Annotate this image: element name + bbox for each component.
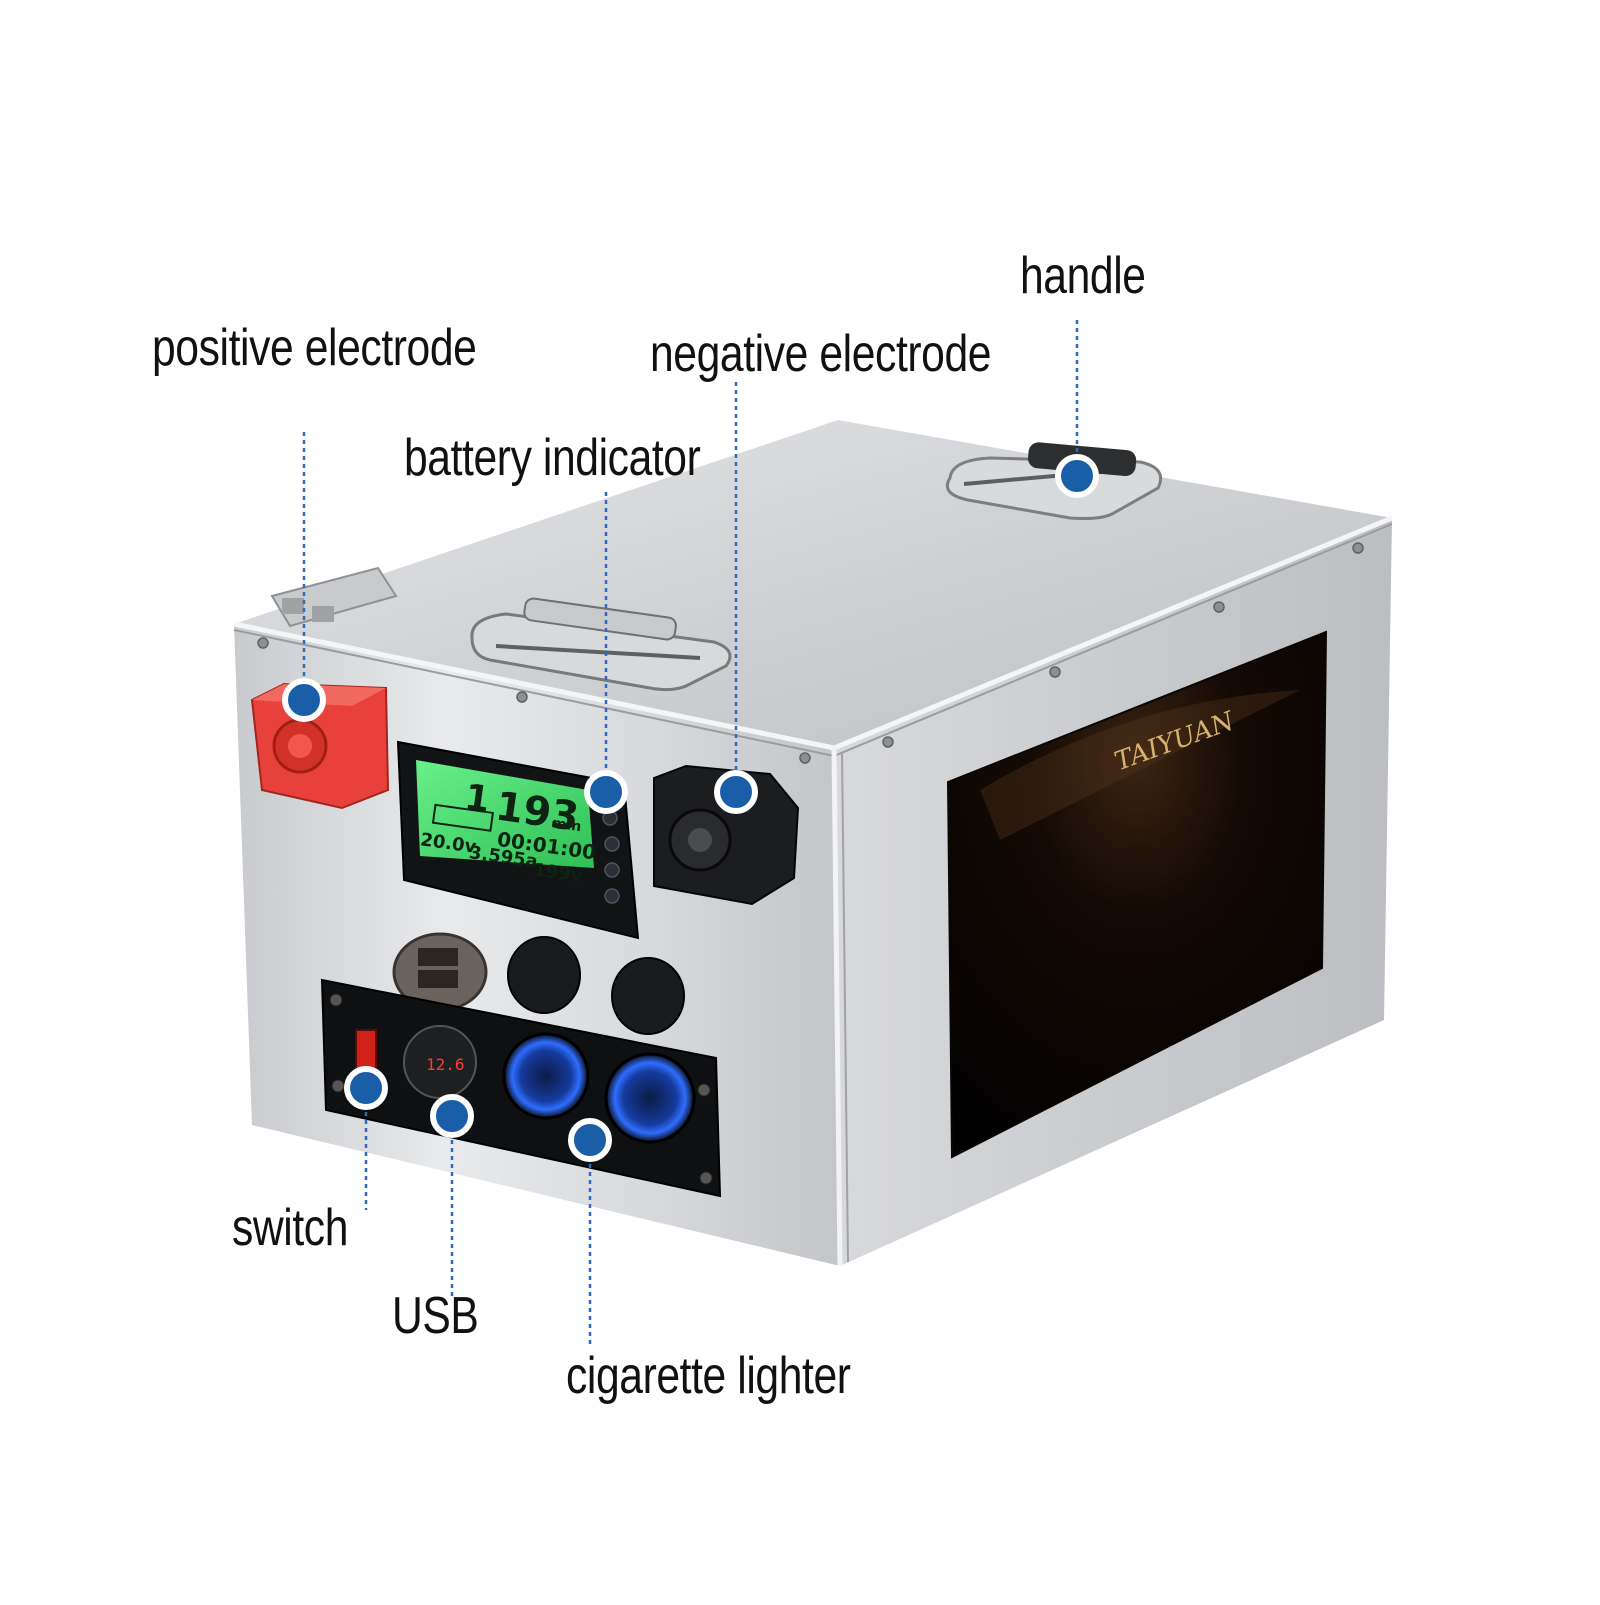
- lighter-socket-1: [502, 1032, 590, 1120]
- marker-positive-electrode: [282, 678, 326, 722]
- label-battery-indicator: battery indicator: [404, 429, 701, 487]
- label-usb: USB: [392, 1287, 479, 1345]
- lcd-battery-bar: [431, 803, 495, 832]
- lighter-caps: [507, 936, 685, 1035]
- marker-battery-indicator: [584, 770, 628, 814]
- label-handle: handle: [1020, 247, 1146, 305]
- side-window: [946, 630, 1328, 1159]
- handle-front: [470, 597, 732, 692]
- lcd-big-unit: min: [551, 815, 582, 835]
- marker-negative-electrode: [714, 770, 758, 814]
- leader-lines: [302, 320, 1079, 1346]
- battery-indicator-display: [396, 740, 640, 940]
- label-switch: switch: [232, 1199, 349, 1257]
- usb-meter-reading: 12.6: [426, 1055, 465, 1074]
- rim-screws: [257, 542, 1364, 764]
- marker-usb: [430, 1094, 474, 1138]
- marker-switch: [344, 1066, 388, 1110]
- lighter-socket-2: [604, 1052, 696, 1144]
- label-positive-electrode: positive electrode: [152, 319, 477, 377]
- negative-terminal: [653, 764, 800, 906]
- label-cigarette-lighter: cigarette lighter: [566, 1347, 851, 1405]
- callout-markers: [282, 454, 1099, 1162]
- lcd-big-left: 1: [462, 777, 493, 821]
- marker-cigarette-lighter: [568, 1118, 612, 1162]
- marker-handle: [1055, 454, 1099, 498]
- label-negative-electrode: negative electrode: [650, 325, 992, 383]
- control-panel: 12.6: [320, 978, 722, 1198]
